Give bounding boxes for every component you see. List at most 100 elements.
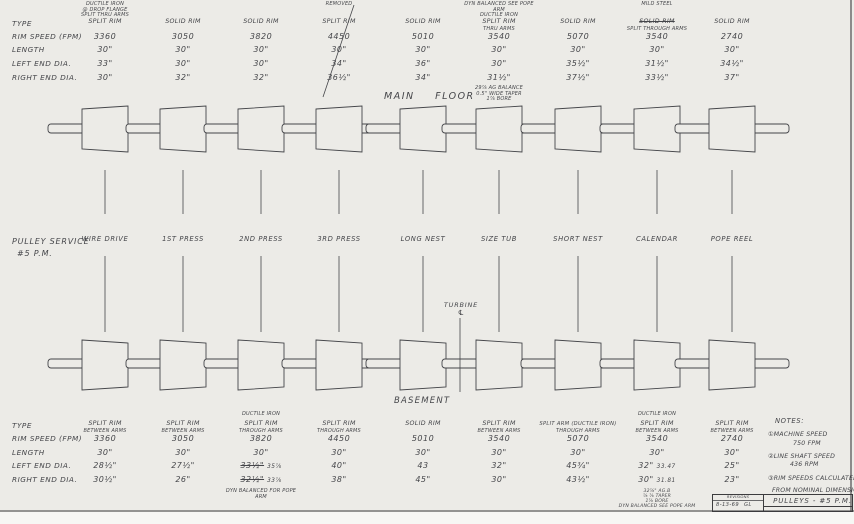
note-value-1: 750 FPM (793, 440, 821, 447)
note-value-2: 436 RPM (790, 461, 819, 468)
type-sub-value: BETWEEN ARMS (635, 427, 679, 434)
left-dia-field: 31½" (617, 59, 697, 68)
column-pre-note: DUCTILE IRON @ DROP FLANGE SPLIT THRU AR… (80, 1, 129, 19)
length-value: 30" (415, 448, 431, 457)
type-sub-value: BETWEEN ARMS (477, 427, 521, 434)
right-dia-value: 45" (415, 475, 431, 484)
right-dia-value: 32" (253, 73, 269, 82)
left-dia-value: 27½" (171, 461, 195, 470)
main-floor-label: MAIN FLOOR (384, 91, 475, 102)
column-post-note: 29⅞ AG BALANCE 0.5" WIDE TAPER 1⅞ BORE (475, 85, 523, 103)
right-dia-value: 32½" (240, 475, 265, 484)
pulley (399, 105, 447, 153)
left-dia-value: 30" (491, 59, 507, 68)
length-value: 30" (649, 45, 665, 54)
rim-speed-value: 2740 (720, 434, 744, 443)
left-dia-field: 32" (459, 461, 539, 470)
turbine-label: TURBINE (443, 301, 479, 309)
left-dia-field: 30" (221, 59, 301, 68)
right-dia-value: 31½" (487, 73, 511, 82)
type-value: SOLID RIM (560, 18, 596, 25)
left-dia-revised-value: 35⅞ (267, 464, 282, 470)
type-sub-value: SPLIT THROUGH ARMS (626, 25, 688, 32)
left-dia-value: 40" (331, 461, 347, 470)
length-value: 30" (415, 45, 431, 54)
pulley (633, 339, 681, 391)
length-value: 30" (97, 45, 113, 54)
pulley (708, 105, 756, 153)
turbine-centerline-symbol: ℄ (457, 309, 465, 317)
revision-by: GL (744, 501, 752, 508)
type-value: SPLIT RIM (482, 420, 516, 427)
column-post-note: 32⅞" AG.B ⅞ ⅞ TAPER 1⅞ BORE DYN BALANCED… (618, 489, 696, 509)
right-dia-field: 32" (221, 73, 301, 82)
rim-speed-value: 5010 (411, 434, 435, 443)
pulley (315, 339, 363, 391)
right-dia-field: 30"31.81 (617, 475, 697, 484)
pulley (159, 339, 207, 391)
service-label-3: 2ND PRESS (239, 235, 283, 243)
right-dia-value: 37½" (566, 73, 590, 82)
length-value: 30" (331, 448, 347, 457)
pulley (708, 339, 756, 391)
length-value: 30" (491, 45, 507, 54)
left-dia-field: 33½"35⅞ (221, 461, 301, 470)
type-sub-value: THRU ARMS (483, 25, 515, 32)
revisions-header: REVISIONS (713, 494, 764, 501)
right-dia-field: 30" (459, 475, 539, 484)
left-dia-field: 35½" (538, 59, 618, 68)
length-value: 30" (724, 45, 740, 54)
left-dia-field: 28½" (65, 461, 145, 470)
revision-date: 8-13-69 (716, 501, 740, 508)
pulley-service-label: PULLEY SERVICE #5 P.M. (12, 237, 89, 258)
right-dia-revised-value: 31.81 (656, 478, 676, 484)
note-label-3: ③RIM SPEEDS CALCULATED (768, 475, 854, 482)
length-value: 30" (175, 45, 191, 54)
left-dia-value: 33" (97, 59, 113, 68)
type-value: SPLIT RIM (640, 420, 674, 427)
length-value: 30" (97, 448, 113, 457)
pulley (81, 339, 129, 391)
pulley (633, 105, 681, 153)
length-value: 30" (253, 45, 269, 54)
left-dia-field: 34" (299, 59, 379, 68)
right-dia-field: 23" (692, 475, 772, 484)
rim-speed-value: 3820 (249, 32, 273, 41)
left-dia-field: 30" (143, 59, 223, 68)
right-dia-revised-value: 33⅞ (267, 478, 282, 484)
rim-speed-value: 3360 (93, 32, 117, 41)
pulley (315, 105, 363, 153)
row-header-right_dia: RIGHT END DIA. (12, 475, 78, 484)
pulley-column-1: DUCTILE IRON @ DROP FLANGE SPLIT THRU AR… (65, 0, 145, 108)
left-dia-value: 33½" (240, 461, 265, 470)
rim-speed-value: 5070 (566, 434, 590, 443)
length-value: 30" (570, 448, 586, 457)
row-header-type: TYPE (12, 19, 32, 28)
title-block: REVISIONS 8-13-69 GL PULLEYS - #5 P.M. (712, 494, 853, 512)
rim-speed-value: 5070 (566, 32, 590, 41)
drawing-title-cell: PULLEYS - #5 P.M. (764, 495, 852, 511)
row-header-length: LENGTH (12, 45, 45, 54)
service-label-4: 3RD PRESS (317, 235, 361, 243)
rim-speed-value: 3820 (249, 434, 273, 443)
left-dia-field: 43 (383, 461, 463, 470)
rim-speed-value: 3540 (645, 434, 669, 443)
right-dia-value: 23" (724, 475, 740, 484)
right-dia-field: 32½"33⅞ (221, 475, 301, 484)
pulley (554, 339, 602, 391)
right-dia-field: 26" (143, 475, 223, 484)
pulley (81, 105, 129, 153)
type-value: SPLIT RIM (715, 420, 749, 427)
right-dia-field: 37½" (538, 73, 618, 82)
note-value-3: FROM NOMINAL DIMENSIONS (772, 487, 854, 494)
